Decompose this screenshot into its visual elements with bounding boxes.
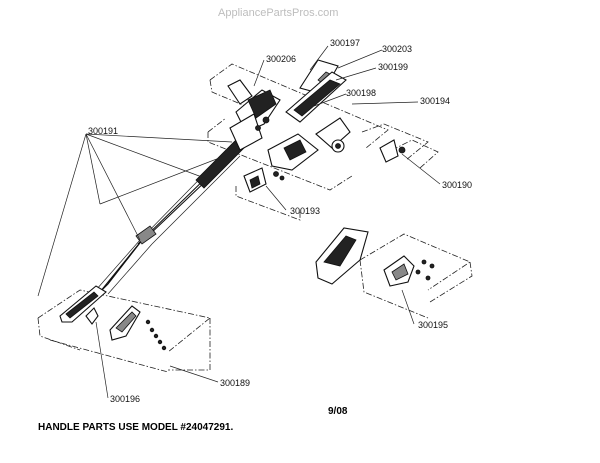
gear-housing xyxy=(267,117,351,171)
handle-grip xyxy=(59,285,167,351)
revision-date: 9/08 xyxy=(328,406,348,417)
watermark: AppliancePartsPros.com xyxy=(218,7,338,19)
label-300199: 300199 xyxy=(378,62,408,72)
label-300191: 300191 xyxy=(88,126,118,136)
bar-clamp xyxy=(379,139,406,163)
leader-lines xyxy=(37,45,441,399)
label-300197: 300197 xyxy=(330,38,360,48)
label-300196: 300196 xyxy=(110,394,140,404)
handle-parts-note: HANDLE PARTS USE MODEL #24047291. xyxy=(38,422,233,433)
label-300194: 300194 xyxy=(420,96,450,106)
pole-shaft xyxy=(95,139,245,295)
label-300198: 300198 xyxy=(346,88,376,98)
label-300206: 300206 xyxy=(266,54,296,64)
motor-housing-frame xyxy=(359,233,473,319)
lower-clamp xyxy=(243,167,285,193)
label-300190: 300190 xyxy=(442,180,472,190)
label-300195: 300195 xyxy=(418,320,448,330)
label-300203: 300203 xyxy=(382,44,412,54)
handle-frame xyxy=(37,289,211,373)
label-300193: 300193 xyxy=(290,206,320,216)
saw-chain xyxy=(285,71,347,123)
motor-housing xyxy=(315,227,435,287)
head-housing xyxy=(227,79,281,151)
label-300189: 300189 xyxy=(220,378,250,388)
